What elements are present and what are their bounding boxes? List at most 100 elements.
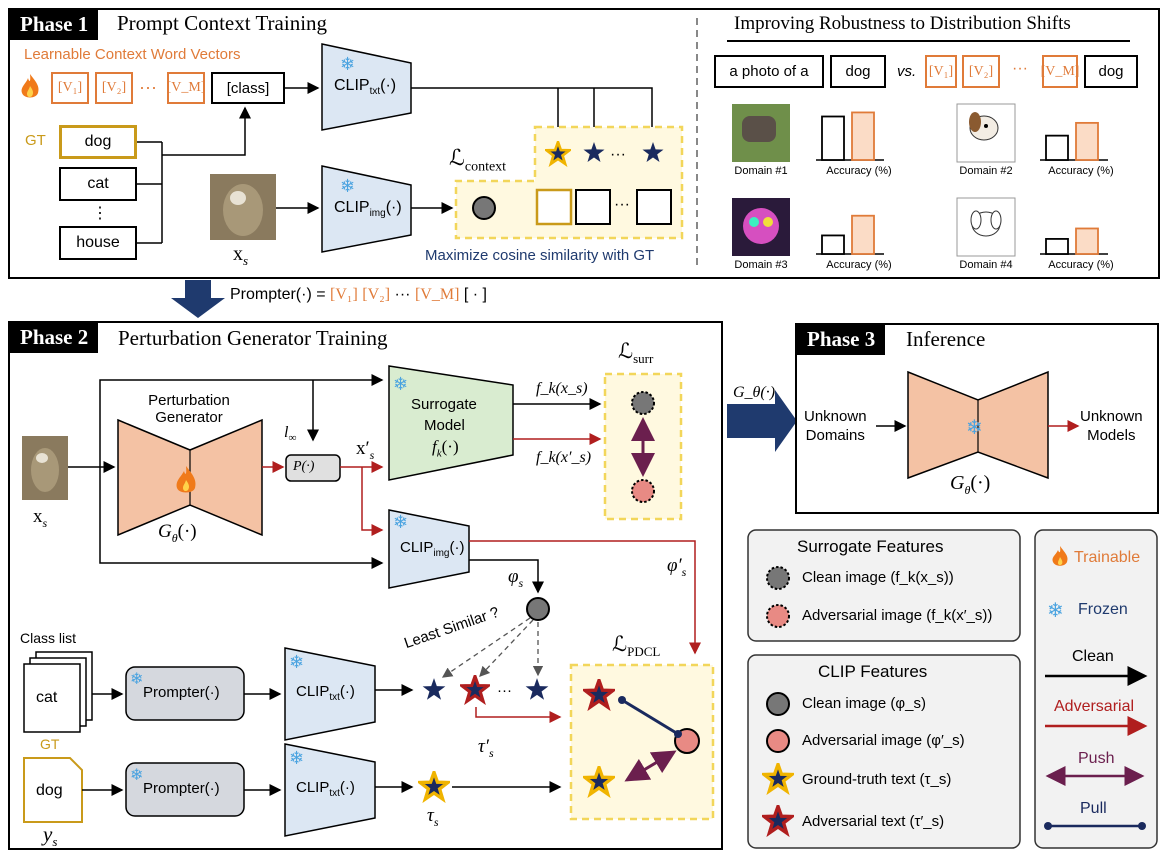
legend-surrogate-clean: Clean image (f_k(x_s)) — [802, 569, 954, 586]
context-vector-vm: [V_M] — [167, 72, 205, 104]
robustness-title: Improving Robustness to Distribution Shi… — [734, 13, 1071, 34]
input-label-p1: xs — [233, 243, 249, 268]
accuracy-bar-baseline — [821, 115, 845, 161]
prompter-label-a: Prompter(·) — [143, 684, 220, 701]
learnable-label: Learnable Context Word Vectors — [24, 46, 241, 63]
phase3-generator-fn: Gθ(·) — [950, 472, 991, 497]
pdcl-loss-label: ℒPDCL — [612, 632, 661, 660]
legend-clip-adv-text: Adversarial text (τ′_s) — [802, 813, 945, 830]
pull-line — [621, 698, 679, 736]
legend-adversarial: Adversarial — [1054, 698, 1135, 715]
snowflake-icon: ❄ — [340, 54, 355, 74]
clip-img-label-p2: CLIPimg(·) — [400, 539, 465, 559]
context-vector-v1: [V₁] — [51, 72, 89, 104]
tau-label: τs — [427, 805, 439, 829]
class-list-label: Class list — [20, 630, 77, 646]
clip-img-encoder-p1 — [321, 165, 412, 253]
domain1-label: Domain #1 — [734, 165, 788, 177]
legend-trainable: Trainable — [1074, 549, 1141, 566]
phase3-title: Inference — [906, 327, 986, 351]
domain3-acc: Accuracy (%) — [826, 259, 892, 271]
phase-transition-arrow — [171, 280, 225, 318]
class-card — [23, 663, 81, 733]
surrogate-fn: fk(·) — [432, 437, 459, 460]
legend-clip-adv: Adversarial image (φ′_s) — [802, 732, 965, 749]
gt-card — [23, 757, 83, 823]
learned-ellipsis: ··· — [1012, 60, 1028, 77]
domain2-image — [956, 103, 1016, 163]
legend-clean: Clean — [1072, 648, 1114, 665]
clip-txt-label-p1: CLIPtxt(·) — [334, 77, 397, 98]
tau-adv-label: τ′s — [478, 736, 494, 760]
snowflake-icon: ❄ — [130, 767, 143, 784]
class-house: house — [59, 226, 137, 260]
text-star — [422, 678, 446, 700]
domain2-label: Domain #2 — [959, 165, 1013, 177]
fire-icon — [21, 74, 39, 98]
domain4-label: Domain #4 — [959, 259, 1013, 271]
domain2-acc: Accuracy (%) — [1048, 165, 1114, 177]
learned-v1: [V₁] — [925, 55, 957, 88]
snowflake-icon: ❄ — [966, 417, 983, 439]
phase2-tag: Phase 2 — [10, 323, 99, 353]
context-ellipsis: ··· — [139, 77, 157, 97]
phase1-tag: Phase 1 — [10, 10, 99, 40]
prompter-label-b: Prompter(·) — [143, 780, 220, 797]
gt-text-star — [418, 771, 450, 801]
adv-text-star — [460, 675, 490, 703]
clip-txt-label-p2a: CLIPtxt(·) — [296, 683, 355, 703]
push-arrow — [624, 750, 677, 782]
accuracy-bar-baseline — [1045, 134, 1069, 161]
text-star — [525, 678, 549, 700]
accuracy-bar-learned — [851, 111, 875, 161]
maximize-text: Maximize cosine similarity with GT — [425, 247, 655, 264]
phase2-title: Perturbation Generator Training — [118, 326, 388, 350]
vs-label: vs. — [897, 63, 917, 80]
clip-txt-encoder-p2a — [284, 647, 376, 741]
snowflake-icon: ❄ — [393, 512, 408, 532]
phi-feature — [526, 597, 550, 621]
legend-pull: Pull — [1080, 800, 1107, 817]
phase3-arrow-label: G_θ(·) — [733, 384, 776, 401]
domain4-acc: Accuracy (%) — [1048, 259, 1114, 271]
snowflake-icon: ❄ — [289, 748, 304, 768]
domain3-label: Domain #3 — [734, 259, 788, 271]
surrogate-model — [388, 365, 514, 481]
clip-txt-encoder-p2b — [284, 743, 376, 837]
legend-surrogate-adv: Adversarial image (f_k(x′_s)) — [802, 607, 993, 624]
fire-icon — [176, 466, 196, 493]
snowflake-icon: ❄ — [1047, 600, 1064, 622]
accuracy-bar-learned — [851, 214, 875, 255]
surr-loss-label: ℒsurr — [618, 339, 654, 367]
context-loss-label: ℒcontext — [449, 145, 507, 175]
clean-image-feature — [472, 196, 496, 220]
prompt-dog: dog — [830, 55, 886, 88]
context-vector-v2: [V₂] — [95, 72, 133, 104]
phase3-arrow — [727, 390, 797, 452]
input-image-p2 — [22, 436, 68, 500]
accuracy-bar-learned — [1075, 227, 1099, 255]
legend-surrogate — [747, 529, 1021, 642]
legend-clip-title: CLIP Features — [818, 662, 928, 681]
phase1-panel — [8, 8, 1160, 279]
domain1-image — [732, 104, 790, 162]
surrogate-label-2: Model — [424, 417, 465, 434]
clip-txt-label-p2b: CLIPtxt(·) — [296, 779, 355, 799]
accuracy-bar-learned — [1075, 121, 1099, 161]
projection-label: P(·) — [293, 459, 315, 474]
phi-adv-label: φ′s — [667, 555, 687, 579]
context-loss-region — [454, 125, 684, 240]
class-token-box: [class] — [211, 72, 285, 104]
snowflake-icon: ❄ — [130, 671, 143, 688]
fk-adv-label: f_k(x′_s) — [536, 449, 592, 466]
domain3-image — [732, 198, 790, 256]
star-ellipsis-p2: ··· — [497, 682, 512, 699]
accuracy-bar-baseline — [1045, 238, 1069, 255]
accuracy-bar-baseline — [821, 234, 845, 255]
x-adv-label: x′s — [356, 438, 375, 462]
phase3-panel — [795, 323, 1159, 514]
y-label: ys — [43, 822, 58, 850]
snowflake-icon: ❄ — [340, 176, 355, 196]
